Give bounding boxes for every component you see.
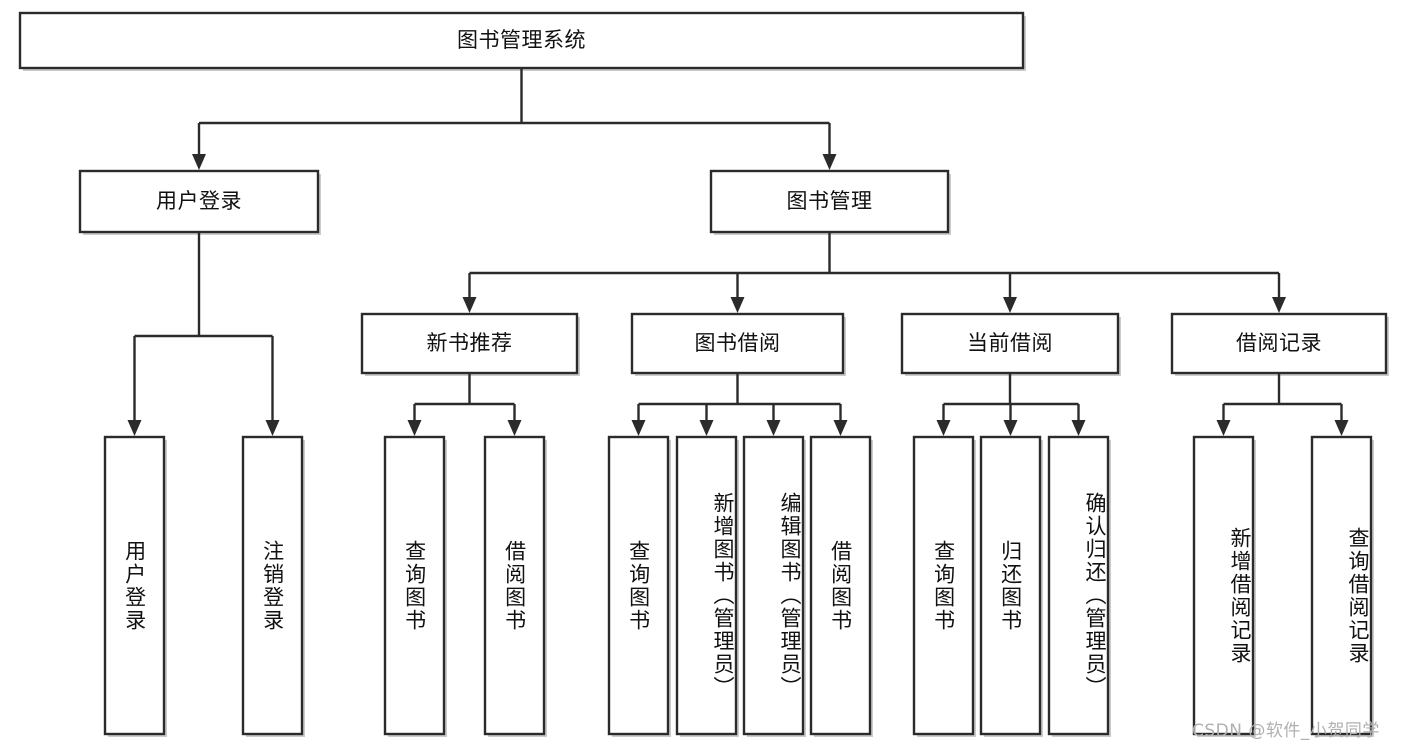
node-box-leaf-add-borrow-record[interactable] [1192, 435, 1255, 736]
arrow-head-icon [631, 420, 646, 436]
node-box-leaf-query-borrow-record[interactable] [1310, 435, 1373, 736]
node-box-new-book-recommend[interactable] [360, 312, 579, 375]
node-box-leaf-borrow-book[interactable] [809, 435, 872, 736]
csdn-watermark: CSDN @软件_小贺同学 [1192, 721, 1380, 741]
arrow-head-icon [1334, 420, 1349, 436]
arrow-head-icon [407, 420, 422, 436]
arrow-head-icon [730, 297, 745, 313]
arrow-head-icon [936, 420, 951, 436]
arrow-head-icon [192, 154, 206, 170]
box-layer [18, 11, 1388, 736]
arrow-head-icon [1003, 420, 1018, 436]
node-box-book-management[interactable] [709, 169, 950, 234]
arrow-head-icon [265, 420, 280, 436]
node-box-leaf-add-book-admin[interactable] [675, 435, 738, 736]
node-box-current-borrow[interactable] [900, 312, 1120, 375]
node-box-user-login[interactable] [78, 169, 320, 234]
arrow-head-icon [462, 297, 477, 313]
node-box-borrow-record[interactable] [1170, 312, 1388, 375]
arrow-head-icon [833, 420, 848, 436]
connector-layer [127, 68, 1349, 436]
node-box-leaf-query-book-current[interactable] [912, 435, 975, 736]
arrow-head-icon [699, 420, 714, 436]
node-box-leaf-borrow-book-recommend[interactable] [483, 435, 546, 736]
node-box-book-borrow[interactable] [630, 312, 845, 375]
node-box-leaf-confirm-return-admin[interactable] [1047, 435, 1110, 736]
node-box-leaf-query-book-borrow[interactable] [607, 435, 670, 736]
arrow-head-icon [1071, 420, 1086, 436]
arrow-head-icon [1272, 297, 1286, 313]
arrow-head-icon [127, 420, 142, 436]
node-box-leaf-return-book[interactable] [979, 435, 1042, 736]
arrow-head-icon [1216, 420, 1231, 436]
arrow-head-icon [1003, 297, 1017, 313]
arrow-head-icon [822, 154, 837, 170]
arrow-head-icon [507, 420, 522, 436]
node-box-leaf-user-login[interactable] [103, 435, 166, 736]
node-box-leaf-edit-book-admin[interactable] [742, 435, 805, 736]
node-box-leaf-query-book-recommend[interactable] [383, 435, 446, 736]
node-box-leaf-logout-login[interactable] [241, 435, 304, 736]
node-box-root[interactable] [18, 11, 1025, 70]
arrow-head-icon [766, 420, 781, 436]
